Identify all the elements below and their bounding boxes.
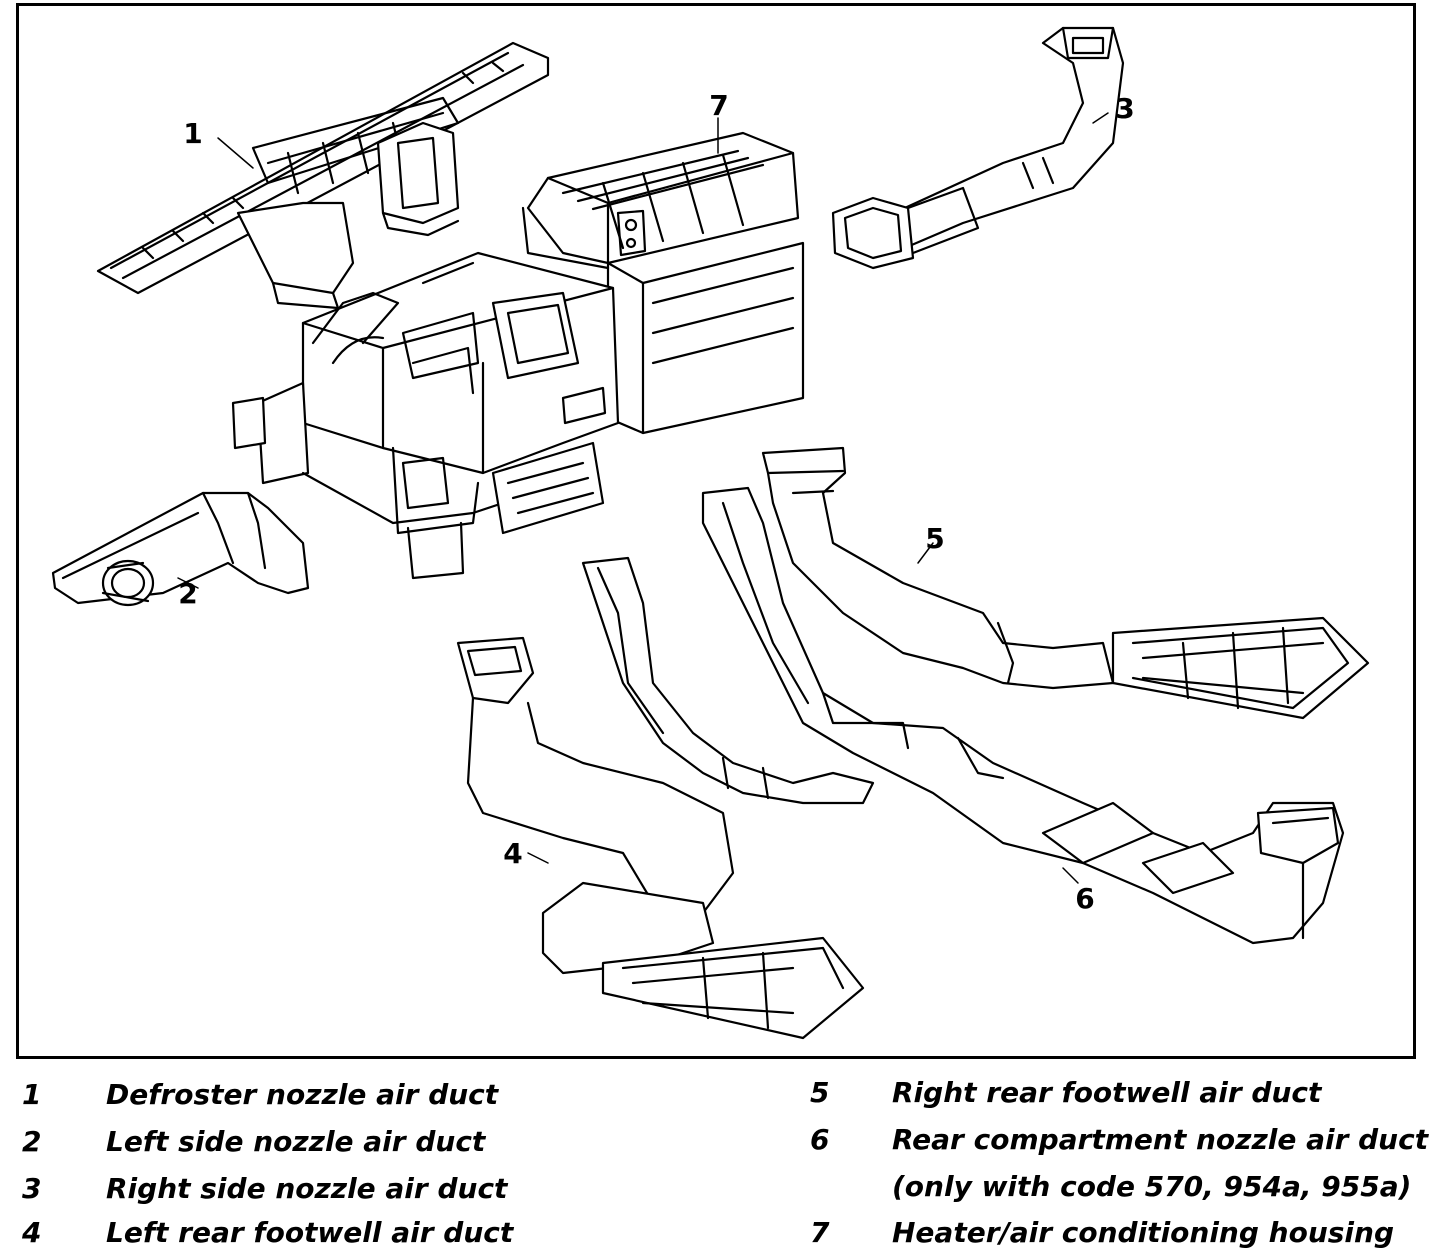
callout-5: 5: [925, 522, 944, 555]
part-4-left-rear-footwell-duct: [456, 556, 875, 1040]
leader-lines: [177, 112, 1109, 884]
legend-text: (only with code 570, 954a, 955a): [892, 1170, 1412, 1203]
central-distribution-housing: [231, 251, 620, 580]
callout-2: 2: [178, 577, 197, 610]
legend-text: Left side nozzle air duct: [106, 1125, 486, 1158]
part-1-defroster-duct: [96, 41, 550, 310]
callout-1: 1: [183, 117, 202, 150]
legend-text: Heater/air conditioning housing: [892, 1216, 1395, 1249]
parts-legend: 1 Defroster nozzle air duct 2 Left side …: [0, 1070, 1440, 1260]
diagram-frame: 1 2 3 4 5 6 7: [16, 3, 1416, 1059]
legend-num: 1: [22, 1078, 42, 1111]
legend-num: 2: [22, 1125, 42, 1158]
legend-text: Defroster nozzle air duct: [106, 1078, 499, 1111]
callout-4: 4: [503, 837, 522, 870]
callout-3: 3: [1115, 92, 1134, 125]
legend-num: 6: [810, 1123, 830, 1156]
legend-num: 3: [22, 1172, 42, 1205]
part-3-right-side-duct: [831, 26, 1125, 270]
legend-num: 4: [22, 1216, 42, 1249]
legend-num: 7: [810, 1216, 830, 1249]
exploded-duct-drawing: 1 2 3 4 5 6 7: [51, 26, 1370, 1040]
callout-7: 7: [709, 89, 728, 122]
part-5-right-rear-footwell-duct: [761, 446, 1370, 720]
legend-num: 5: [810, 1076, 830, 1109]
legend-text: Right rear footwell air duct: [892, 1076, 1322, 1109]
legend-text: Right side nozzle air duct: [106, 1172, 508, 1205]
callout-6: 6: [1075, 882, 1094, 915]
part-6-rear-compartment-duct: [701, 486, 1345, 945]
legend-text: Rear compartment nozzle air duct: [892, 1123, 1429, 1156]
legend-text: Left rear footwell air duct: [106, 1216, 514, 1249]
part-2-left-side-duct: [51, 491, 310, 607]
